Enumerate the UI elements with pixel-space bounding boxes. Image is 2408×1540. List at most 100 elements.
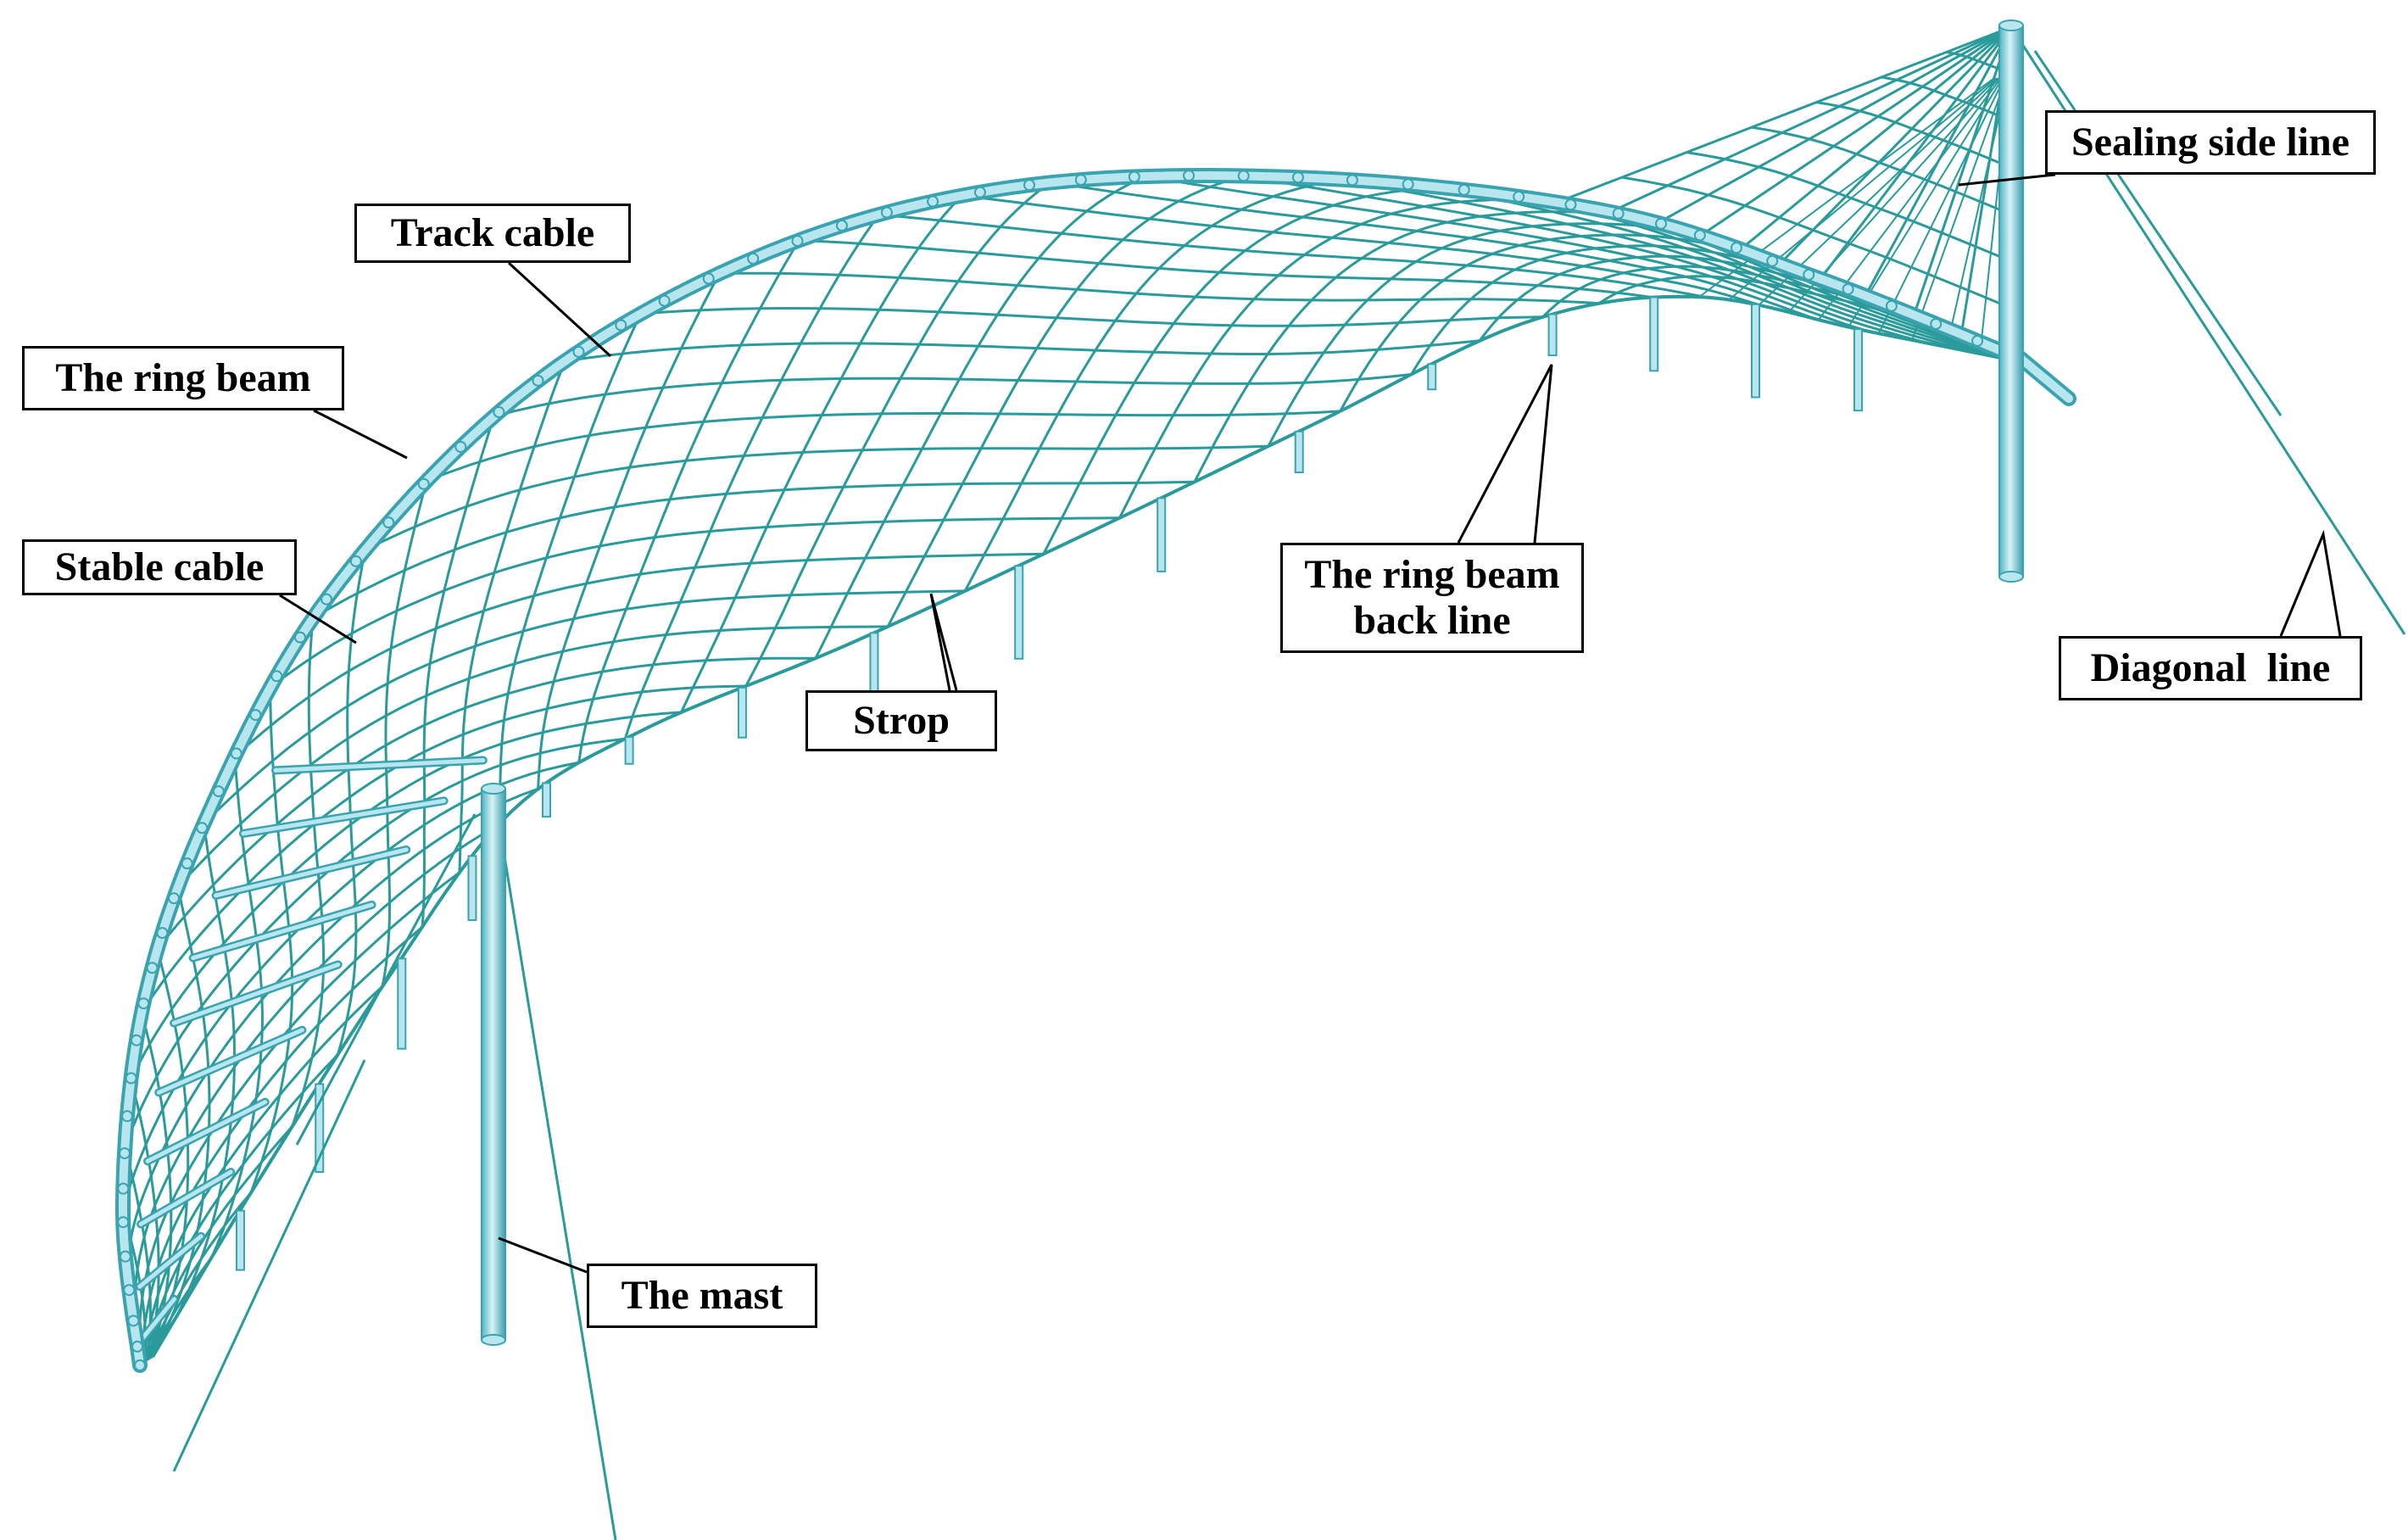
leader-line	[507, 261, 612, 358]
strut-member	[273, 758, 486, 773]
strut-member	[214, 847, 409, 898]
stable-cable-line	[680, 194, 963, 713]
track-cable-line	[640, 306, 1543, 327]
ring-beam-joint	[382, 516, 395, 529]
label-sealing-side-line: Sealing side line	[2045, 110, 2376, 175]
strop-member	[542, 782, 552, 818]
ring-beam-joint	[973, 186, 986, 198]
ring-beam-joint	[880, 206, 893, 219]
ring-beam-joint	[835, 220, 848, 232]
ring-beam-joint	[146, 962, 159, 974]
ring-beam-joint	[572, 345, 585, 358]
strop-member	[624, 736, 634, 765]
ring-beam-joint	[130, 1034, 142, 1046]
stable-cable-line	[249, 687, 294, 1194]
ring-beam-joint	[493, 405, 505, 418]
label-ring-beam-back-line: The ring beam back line	[1280, 543, 1584, 653]
mast-column	[1998, 25, 2024, 578]
ring-beam-joint	[1842, 282, 1854, 295]
ring-beam-joint	[168, 892, 181, 905]
stable-cable-line	[496, 313, 642, 826]
strut-member	[241, 798, 447, 836]
stable-cable-line	[210, 756, 264, 1258]
sealing-side-cable	[1609, 25, 2012, 214]
strop-member	[397, 957, 407, 1050]
stable-cable-line	[337, 550, 367, 1055]
ring-beam-joint	[927, 195, 939, 208]
ring-beam-joint	[658, 294, 671, 307]
ring-beam-joint	[249, 709, 262, 722]
ring-beam-joint	[1803, 268, 1815, 281]
diagonal-line	[172, 1059, 366, 1472]
ring-beam-joint	[230, 747, 242, 760]
ring-beam-joint	[1885, 299, 1898, 312]
strop-member	[1853, 328, 1863, 412]
ring-beam-joint	[791, 235, 804, 248]
label-strop: Strop	[805, 690, 997, 751]
track-cable-line	[140, 684, 746, 1013]
strop-member	[315, 1083, 325, 1173]
ring-beam-joint	[212, 785, 225, 798]
strop-member	[235, 1209, 245, 1271]
ring-beam-joint	[270, 670, 283, 683]
ring-beam-joint	[196, 822, 209, 834]
ring-beam	[115, 167, 2076, 1373]
sealing-side-cable	[1819, 26, 2013, 280]
ring-beam-joint	[118, 1147, 131, 1159]
strop-member	[467, 855, 477, 922]
strut-member	[138, 1169, 233, 1227]
ring-beam-joint	[117, 1216, 130, 1229]
masts	[481, 20, 2024, 1346]
strut-member	[171, 962, 341, 1025]
mast-column	[481, 788, 506, 1341]
stable-cable-line	[458, 360, 566, 873]
strop-member	[1649, 296, 1659, 372]
ring-beam-joint	[134, 1359, 146, 1371]
sealing-side-cable	[1699, 25, 2012, 237]
strut-member	[156, 1028, 304, 1095]
sealing-side-cable	[1864, 26, 2013, 297]
leader-line	[1457, 364, 1553, 544]
ring-beam-joint	[156, 927, 169, 940]
ring-beam-joint	[1183, 170, 1196, 182]
mast-base	[1998, 571, 2024, 583]
ring-beam-back-line	[151, 294, 2036, 1359]
sealing-side-cable	[1686, 151, 2006, 260]
ring-beam-joint	[123, 1284, 136, 1297]
ring-beam-joint	[131, 1340, 143, 1353]
sealing-side-cable	[1751, 126, 2007, 214]
stable-cable-line	[291, 617, 326, 1127]
diagonal-line	[2033, 50, 2283, 416]
stable-cable-line	[744, 181, 1051, 687]
strut-member	[139, 1297, 177, 1342]
sealing-side-cable	[1848, 77, 2004, 328]
sealing-side-cable	[1621, 176, 2004, 307]
ring-beam-joint	[294, 631, 307, 644]
ring-beam-joint	[1458, 183, 1470, 196]
ring-beam-joint	[121, 1110, 134, 1123]
stable-cable-line	[886, 174, 1245, 628]
sealing-side-cable	[1556, 25, 2012, 204]
sealing-side-cable	[1912, 26, 2013, 315]
mast-cap	[1998, 20, 2024, 31]
mast-cap	[481, 783, 506, 795]
stable-cable-line	[577, 239, 800, 763]
leader-line	[929, 593, 958, 691]
sealing-side-cable	[1657, 25, 2012, 225]
ring-beam-joint	[1023, 179, 1035, 192]
stable-cable-line	[537, 272, 722, 790]
ring-beam-joint	[1612, 207, 1625, 220]
track-cable-line	[493, 373, 1412, 418]
ring-beam-joint	[137, 997, 150, 1010]
sealing-side-cable	[1911, 77, 2007, 341]
strop-member	[1014, 565, 1024, 660]
ring-beam-joint	[454, 440, 467, 453]
ring-beam-joint	[181, 857, 193, 870]
stable-cable-line	[814, 175, 1146, 659]
leader-line	[279, 594, 357, 644]
label-track-cable: Track cable	[354, 204, 631, 263]
stable-cable-line	[963, 178, 1341, 592]
ring-beam-joint	[349, 555, 362, 567]
ring-beam-joint	[417, 477, 430, 490]
